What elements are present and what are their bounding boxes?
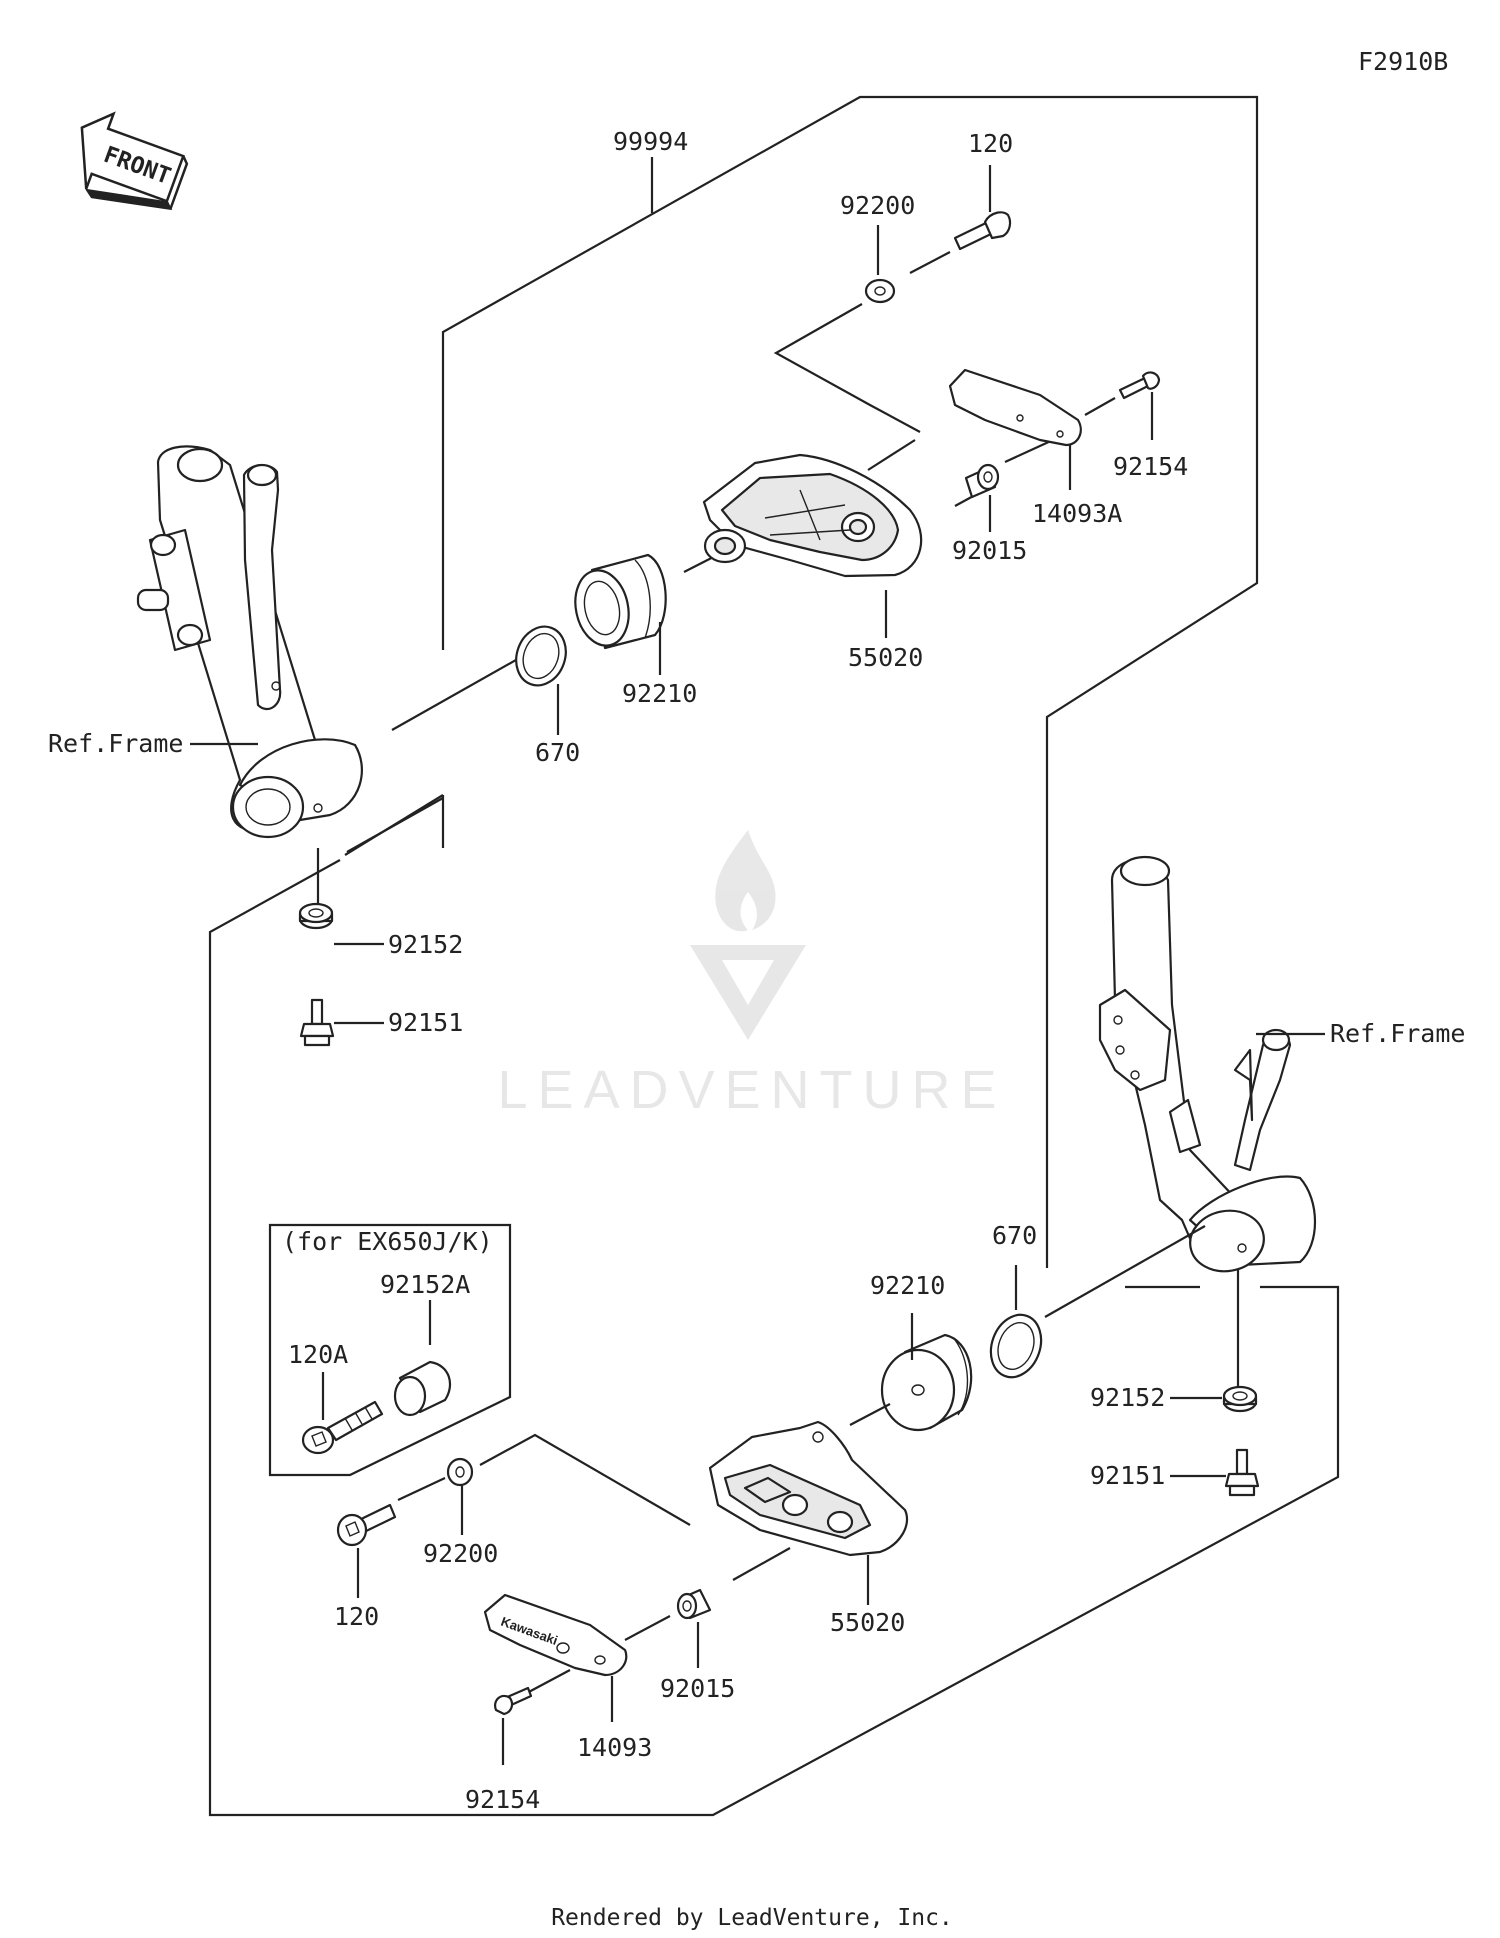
bolt-bottom: [336, 1503, 397, 1547]
label-bolt-top: 120: [968, 129, 1013, 158]
kit-boundary-lower: [208, 859, 1340, 1817]
label-plate-top: 14093A: [1032, 499, 1122, 528]
label-bolt-left: 92151: [388, 1008, 463, 1037]
label-spacer-top: 92210: [622, 679, 697, 708]
label-kit: 99994: [613, 127, 688, 156]
watermark-v-icon: [690, 945, 806, 1040]
inset-spacer: [393, 1360, 452, 1417]
slider-top: [702, 453, 923, 578]
axis-line: [1084, 397, 1116, 416]
watermark-flame-icon: [715, 830, 776, 932]
collar-bottom: [676, 1588, 712, 1620]
label-bolt-right: 92151: [1090, 1461, 1165, 1490]
o-ring-top: [515, 625, 567, 687]
label-screw-top: 92154: [1113, 452, 1188, 481]
label-spacer-bottom: 92210: [870, 1271, 945, 1300]
label-frame-left: Ref.Frame: [48, 729, 183, 758]
bolt-top: [953, 211, 1012, 251]
kit-boundary-upper: [441, 95, 1259, 1268]
axis-line: [849, 1403, 891, 1426]
screw-top: [1118, 371, 1161, 400]
label-inset-bolt: 120A: [288, 1340, 348, 1369]
screw-bottom: [494, 1686, 533, 1716]
frame-left: [136, 445, 363, 839]
watermark-text: LEADVENTURE: [497, 1060, 1006, 1120]
washer-top: [864, 278, 896, 304]
slider-bottom: [708, 1420, 908, 1557]
label-plate-bottom: 14093: [577, 1733, 652, 1762]
label-slider-bottom: 55020: [830, 1608, 905, 1637]
assembly-line: [479, 1433, 691, 1526]
front-arrow-icon: FRONT: [80, 111, 189, 211]
label-washer-bottom: 92200: [423, 1539, 498, 1568]
inset-title: (for EX650J/K): [282, 1227, 493, 1256]
washer-right: [1222, 1385, 1258, 1413]
footer-credit: Rendered by LeadVenture, Inc.: [551, 1905, 953, 1931]
label-bolt-bottom: 120: [334, 1602, 379, 1631]
assembly-line: [773, 303, 921, 433]
washer-left: [298, 902, 334, 930]
bolt-left: [299, 998, 335, 1047]
label-screw-bottom: 92154: [465, 1785, 540, 1814]
label-collar-bottom: 92015: [660, 1674, 735, 1703]
assembly-line: [867, 439, 916, 471]
bolt-right: [1224, 1448, 1260, 1497]
watermark: LEADVENTURE: [497, 830, 1006, 1120]
axis-line: [909, 251, 951, 274]
washer-bottom: [446, 1457, 474, 1487]
assembly-line: [732, 1547, 791, 1581]
inset-bolt: [301, 1400, 384, 1455]
label-washer-top: 92200: [840, 191, 915, 220]
axis-line: [524, 1669, 571, 1695]
axis-line: [391, 655, 524, 731]
label-collar-top: 92015: [952, 536, 1027, 565]
axis-line: [624, 1615, 671, 1641]
plate-bottom: Kawasaki: [483, 1593, 628, 1677]
label-washer-left: 92152: [388, 930, 463, 959]
o-ring-bottom: [989, 1313, 1043, 1379]
label-frame-right: Ref.Frame: [1330, 1019, 1465, 1048]
label-ring-top: 670: [535, 738, 580, 767]
label-ring-bottom: 670: [992, 1221, 1037, 1250]
spacer-top: [574, 553, 667, 650]
axis-line: [1044, 1225, 1206, 1318]
label-washer-right: 92152: [1090, 1383, 1165, 1412]
label-slider-top: 55020: [848, 643, 923, 672]
kit-line: [346, 797, 444, 853]
inset-box: (for EX650J/K) 92152A 120A: [268, 1223, 512, 1477]
collar-top: [964, 463, 1000, 499]
label-inset-spacer: 92152A: [380, 1270, 470, 1299]
spacer-bottom: [880, 1333, 973, 1432]
plate-top: [948, 368, 1082, 447]
diagram-id: F2910B: [1358, 47, 1448, 76]
axis-line: [397, 1477, 446, 1501]
axis-line: [1004, 439, 1054, 463]
frame-right: [1098, 855, 1316, 1273]
